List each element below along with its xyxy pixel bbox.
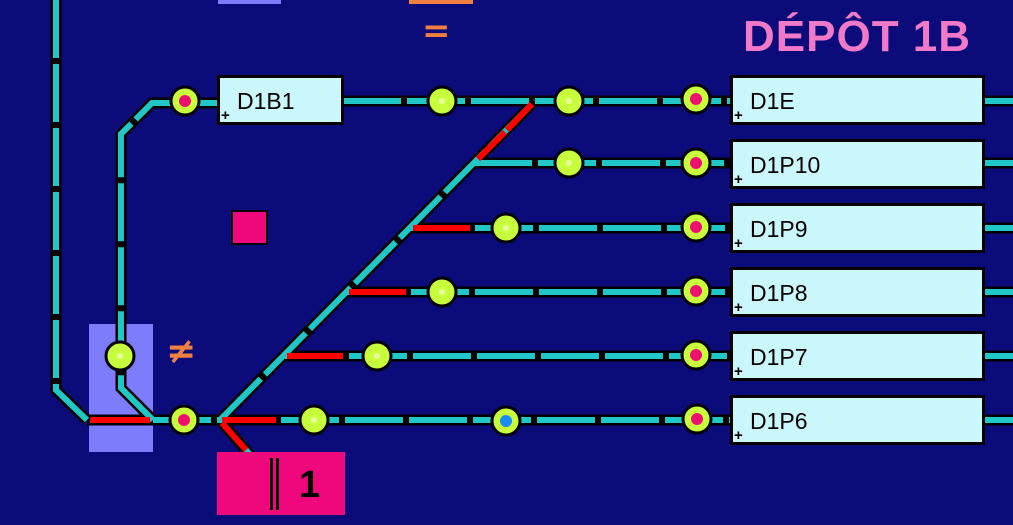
plus-icon: +	[734, 363, 743, 380]
buffer-stop-icon	[270, 458, 273, 510]
track-label-d1p9[interactable]: + D1P9	[730, 203, 985, 253]
plus-icon: +	[734, 235, 743, 252]
depot-title: DÉPÔT 1B	[743, 12, 972, 61]
track-label-text: D1P9	[750, 216, 808, 242]
signal-p7-a[interactable]	[361, 340, 393, 372]
signal-p6-a[interactable]	[298, 404, 330, 436]
signal-d1p8[interactable]	[680, 275, 712, 307]
signal-d1b1-west[interactable]	[169, 85, 201, 117]
signal-top-a[interactable]	[426, 85, 458, 117]
buffer-stop-icon	[276, 458, 279, 510]
route-box-1[interactable]: 1	[217, 452, 345, 515]
track-label-text: D1B1	[237, 88, 295, 114]
signal-d1p10[interactable]	[680, 147, 712, 179]
track-label-text: D1P7	[750, 344, 808, 370]
signal-p6-b[interactable]	[490, 405, 522, 437]
route-number: 1	[299, 464, 321, 506]
plus-icon: +	[734, 299, 743, 316]
top-panel-fragment	[218, 0, 281, 4]
signal-p6-west[interactable]	[168, 404, 200, 436]
signal-d1p7[interactable]	[680, 339, 712, 371]
signal-left-vertical[interactable]	[104, 340, 136, 372]
signal-d1p9[interactable]	[680, 211, 712, 243]
signal-d1p6[interactable]	[681, 403, 713, 435]
plus-icon: +	[221, 107, 230, 124]
track-label-d1p8[interactable]: + D1P8	[730, 267, 985, 317]
track-label-text: D1E	[750, 88, 795, 114]
track-label-text: D1P10	[750, 152, 821, 178]
plus-icon: +	[734, 171, 743, 188]
track-segments	[50, 0, 1013, 486]
signal-p8-a[interactable]	[426, 276, 458, 308]
signals	[104, 83, 713, 437]
track-label-d1p7[interactable]: + D1P7	[730, 331, 985, 381]
track-label-d1p6[interactable]: + D1P6	[730, 395, 985, 445]
track-label-text: D1P6	[750, 408, 808, 434]
track-label-d1b1[interactable]: + D1B1	[217, 75, 344, 125]
signal-p10-a[interactable]	[553, 147, 585, 179]
not-equal-symbol[interactable]: ≠	[166, 331, 197, 372]
track-label-text: D1P8	[750, 280, 808, 306]
plus-icon: +	[734, 427, 743, 444]
plus-icon: +	[734, 107, 743, 124]
status-indicator-square[interactable]	[231, 210, 268, 245]
track-label-d1p10[interactable]: + D1P10	[730, 139, 985, 189]
top-marker-fragment	[409, 0, 473, 4]
signal-d1e[interactable]	[680, 83, 712, 115]
track-label-d1e[interactable]: + D1E	[730, 75, 985, 125]
signal-top-b[interactable]	[553, 85, 585, 117]
equal-symbol[interactable]: =	[422, 11, 451, 51]
signal-p9-a[interactable]	[490, 212, 522, 244]
